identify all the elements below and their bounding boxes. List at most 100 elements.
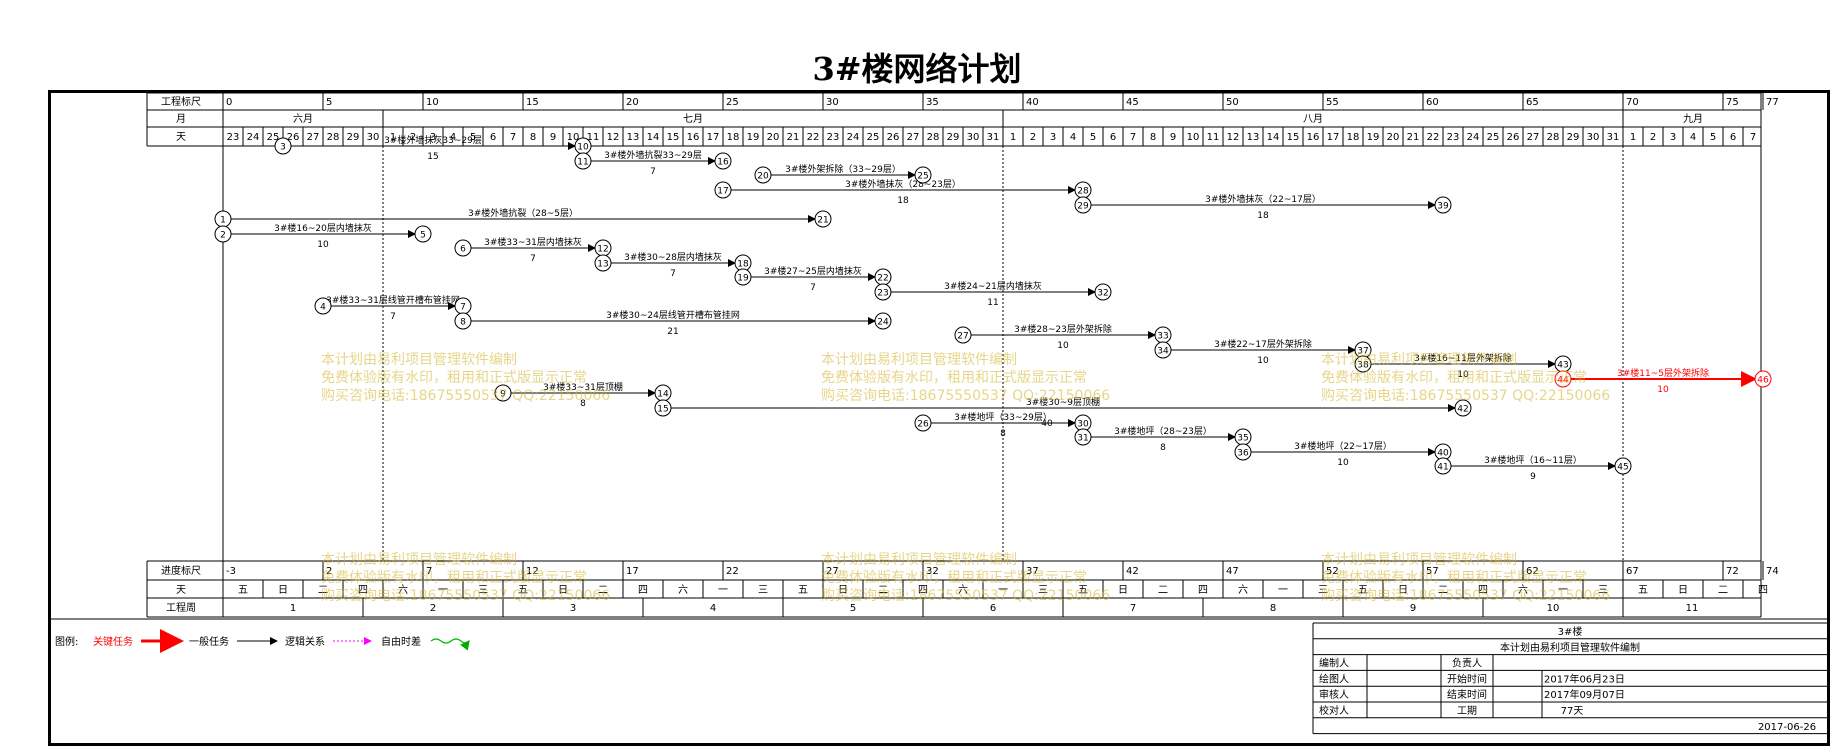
watermark: 本计划由易利项目管理软件编制免费体验版有水印，租用和正式版显示正常购买咨询电话:…: [821, 552, 1111, 604]
progress-tick-label: 37: [1026, 566, 1039, 577]
day-label: 11: [587, 132, 600, 143]
day-label: 4: [1070, 132, 1076, 143]
task-label: 3#楼外墙抹灰（28~23层）: [845, 178, 961, 190]
weekday-label: 一: [438, 585, 448, 596]
event-node-label: 5: [420, 231, 426, 241]
weekday-label: 一: [1558, 585, 1568, 596]
progress-tick-label: 52: [1326, 566, 1339, 577]
week-label: 4: [710, 603, 716, 614]
task-label: 3#楼地坪（22~17层）: [1294, 440, 1392, 452]
day-label: 20: [1387, 132, 1400, 143]
ruler-tick-label: 60: [1426, 97, 1439, 108]
event-node-label: 15: [657, 405, 668, 415]
task-label: 3#楼地坪（28~23层）: [1114, 425, 1212, 437]
event-node-label: 19: [737, 274, 749, 284]
progress-tick-label: -3: [226, 566, 236, 577]
titleblock-duration: 77天: [1561, 706, 1584, 717]
weekday-label: 日: [278, 585, 288, 596]
footer-row-label: 进度标尺: [161, 564, 201, 577]
weekday-label: 五: [1078, 585, 1088, 596]
task-duration: 8: [580, 399, 586, 409]
day-label: 18: [727, 132, 740, 143]
legend-float-label: 自由时差: [381, 635, 421, 648]
event-node-label: 43: [1557, 361, 1568, 371]
progress-tick-label: 72: [1726, 566, 1739, 577]
ruler-tick-label: 15: [526, 97, 539, 108]
event-node-label: 42: [1457, 405, 1468, 415]
progress-tick-label: 42: [1126, 566, 1139, 577]
event-node-label: 1: [220, 216, 226, 226]
event-node-label: 34: [1157, 347, 1169, 357]
event-node: [1454, 399, 1472, 417]
task-duration: 7: [810, 283, 816, 293]
task-duration: 10: [1057, 341, 1069, 351]
day-label: 30: [967, 132, 980, 143]
titleblock-software: 本计划由易利项目管理软件编制: [1500, 641, 1640, 654]
progress-tick-label: 57: [1426, 566, 1439, 577]
event-node-label: 7: [460, 303, 466, 313]
day-label: 3: [1050, 132, 1056, 143]
event-node-label: 2: [220, 231, 226, 241]
event-node: [874, 312, 892, 330]
day-label: 27: [307, 132, 320, 143]
watermark: 本计划由易利项目管理软件编制免费体验版有水印，租用和正式版显示正常购买咨询电话:…: [321, 552, 611, 604]
page-title: 3#楼网络计划: [812, 50, 1022, 88]
day-label: 23: [1447, 132, 1460, 143]
event-node: [1554, 370, 1572, 388]
weekday-label: 六: [398, 584, 408, 596]
watermark: 本计划由易利项目管理软件编制免费体验版有水印，租用和正式版显示正常购买咨询电话:…: [1321, 552, 1611, 604]
weekday-label: 二: [1718, 585, 1728, 596]
task-label: 3#楼外墙抹灰（22~17层）: [1205, 193, 1321, 205]
event-node: [414, 225, 432, 243]
task-label: 3#楼外墙抹灰33~29层: [384, 134, 482, 146]
progress-tick-label: 67: [1626, 566, 1639, 577]
day-label: 9: [1170, 132, 1176, 143]
day-label: 14: [647, 132, 660, 143]
weekday-label: 五: [1358, 585, 1368, 596]
day-label: 3: [430, 132, 436, 143]
week-label: 3: [570, 603, 576, 614]
legend-prefix: 图例:: [55, 635, 78, 648]
month-label: 六月: [293, 113, 313, 125]
weekday-label: 二: [598, 585, 608, 596]
day-label: 18: [1347, 132, 1360, 143]
footer-row-label: 工程周: [166, 602, 196, 614]
task-label: 3#楼30~9层顶棚: [1026, 396, 1100, 408]
ruler-tick-label: 30: [826, 97, 839, 108]
task-label: 3#楼24~21层内墙抹灰: [944, 280, 1042, 292]
day-label: 17: [707, 132, 720, 143]
day-label: 24: [247, 132, 260, 143]
event-node-label: 14: [657, 390, 669, 400]
weekday-label: 三: [1318, 585, 1328, 596]
day-label: 1: [1010, 132, 1016, 143]
event-node-label: 37: [1357, 347, 1368, 357]
task-duration: 10: [1457, 370, 1469, 380]
task-label: 3#楼16~11层外架拆除: [1414, 352, 1512, 364]
ruler-tick-label: 0: [226, 97, 232, 108]
weekday-label: 四: [918, 585, 928, 596]
task-duration: 10: [1657, 385, 1669, 395]
weekday-label: 日: [558, 585, 568, 596]
week-label: 2: [430, 603, 436, 614]
event-node-label: 35: [1237, 434, 1248, 444]
progress-tick-label: 32: [926, 566, 939, 577]
weekday-label: 日: [1678, 585, 1688, 596]
day-label: 28: [927, 132, 940, 143]
task-duration: 9: [1530, 472, 1536, 482]
day-label: 5: [470, 132, 476, 143]
day-label: 15: [1287, 132, 1300, 143]
event-node: [594, 254, 612, 272]
task-duration: 10: [317, 240, 329, 250]
task-label: 3#楼33~31层线管开槽布管挂网: [326, 294, 460, 306]
event-node-label: 9: [500, 390, 506, 400]
event-node: [274, 137, 292, 155]
day-label: 19: [747, 132, 760, 143]
event-node-label: 10: [577, 143, 589, 153]
task-duration: 18: [897, 196, 909, 206]
day-label: 29: [347, 132, 360, 143]
progress-tick-label: 74: [1766, 566, 1779, 577]
weekday-label: 一: [998, 585, 1008, 596]
day-label: 26: [1507, 132, 1520, 143]
weekday-label: 四: [1758, 585, 1768, 596]
task-duration: 8: [1160, 443, 1166, 453]
